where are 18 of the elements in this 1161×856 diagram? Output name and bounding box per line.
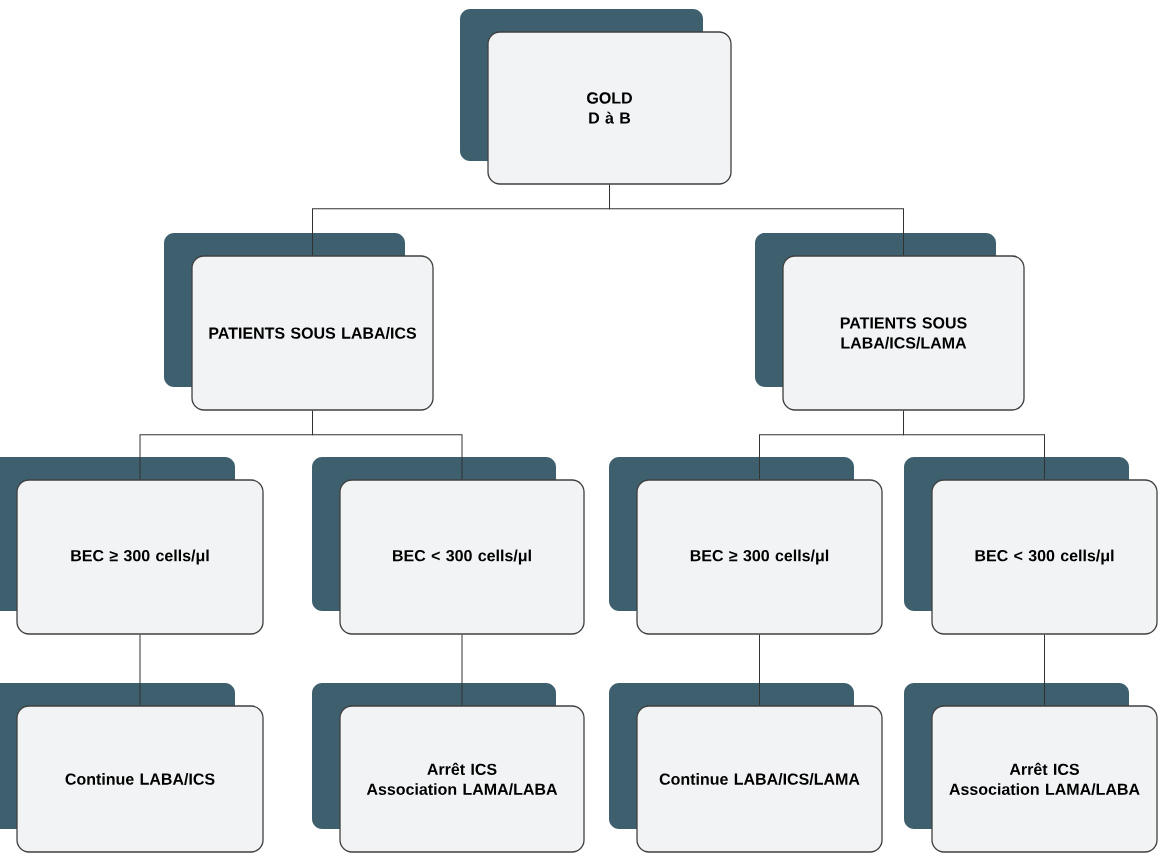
rounded-box: Continue LABA/ICS [0, 683, 264, 853]
connector-line [609, 184, 904, 256]
connector-line [1044, 634, 1045, 706]
connector-line [139, 634, 141, 706]
rounded-box: BEC < 300 cells/μl [312, 457, 585, 635]
rounded-box: Arrêt ICS Association LAMA/LABA [312, 683, 585, 853]
connector-line [312, 410, 463, 480]
rounded-box: Continue LABA/ICS/LAMA [609, 683, 883, 853]
rounded-box: GOLD D à B [460, 9, 732, 185]
connector-line [903, 410, 1045, 480]
connector-line [759, 634, 760, 706]
rounded-box: Arrêt ICS Association LAMA/LABA [904, 683, 1158, 853]
rounded-box: BEC < 300 cells/μl [904, 457, 1158, 635]
rounded-box: PATIENTS SOUS LABA/ICS/LAMA [755, 233, 1025, 411]
connector-line [461, 634, 463, 706]
rounded-box: PATIENTS SOUS LABA/ICS [164, 233, 434, 411]
rounded-box: BEC ≥ 300 cells/μl [0, 457, 264, 635]
rounded-box: BEC ≥ 300 cells/μl [609, 457, 883, 635]
